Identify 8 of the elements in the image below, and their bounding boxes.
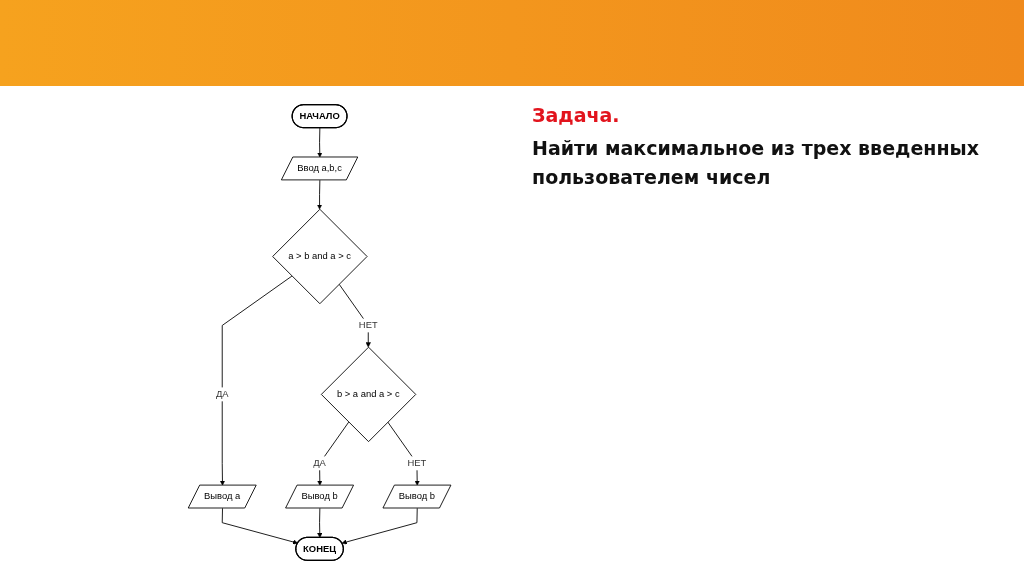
node-diamond: b > a and a > c [321,346,417,443]
edge-label: НЕТ [359,320,379,331]
task-text: Найти максимальное из трех введенных пользователем чисел [532,136,980,190]
title: Задача. [532,104,620,126]
node-diamond: a > b and a > c [272,208,368,305]
edge-label: ДА [216,389,229,400]
edge-label: ДА [313,458,327,469]
edge-label: НЕТ [407,458,427,469]
